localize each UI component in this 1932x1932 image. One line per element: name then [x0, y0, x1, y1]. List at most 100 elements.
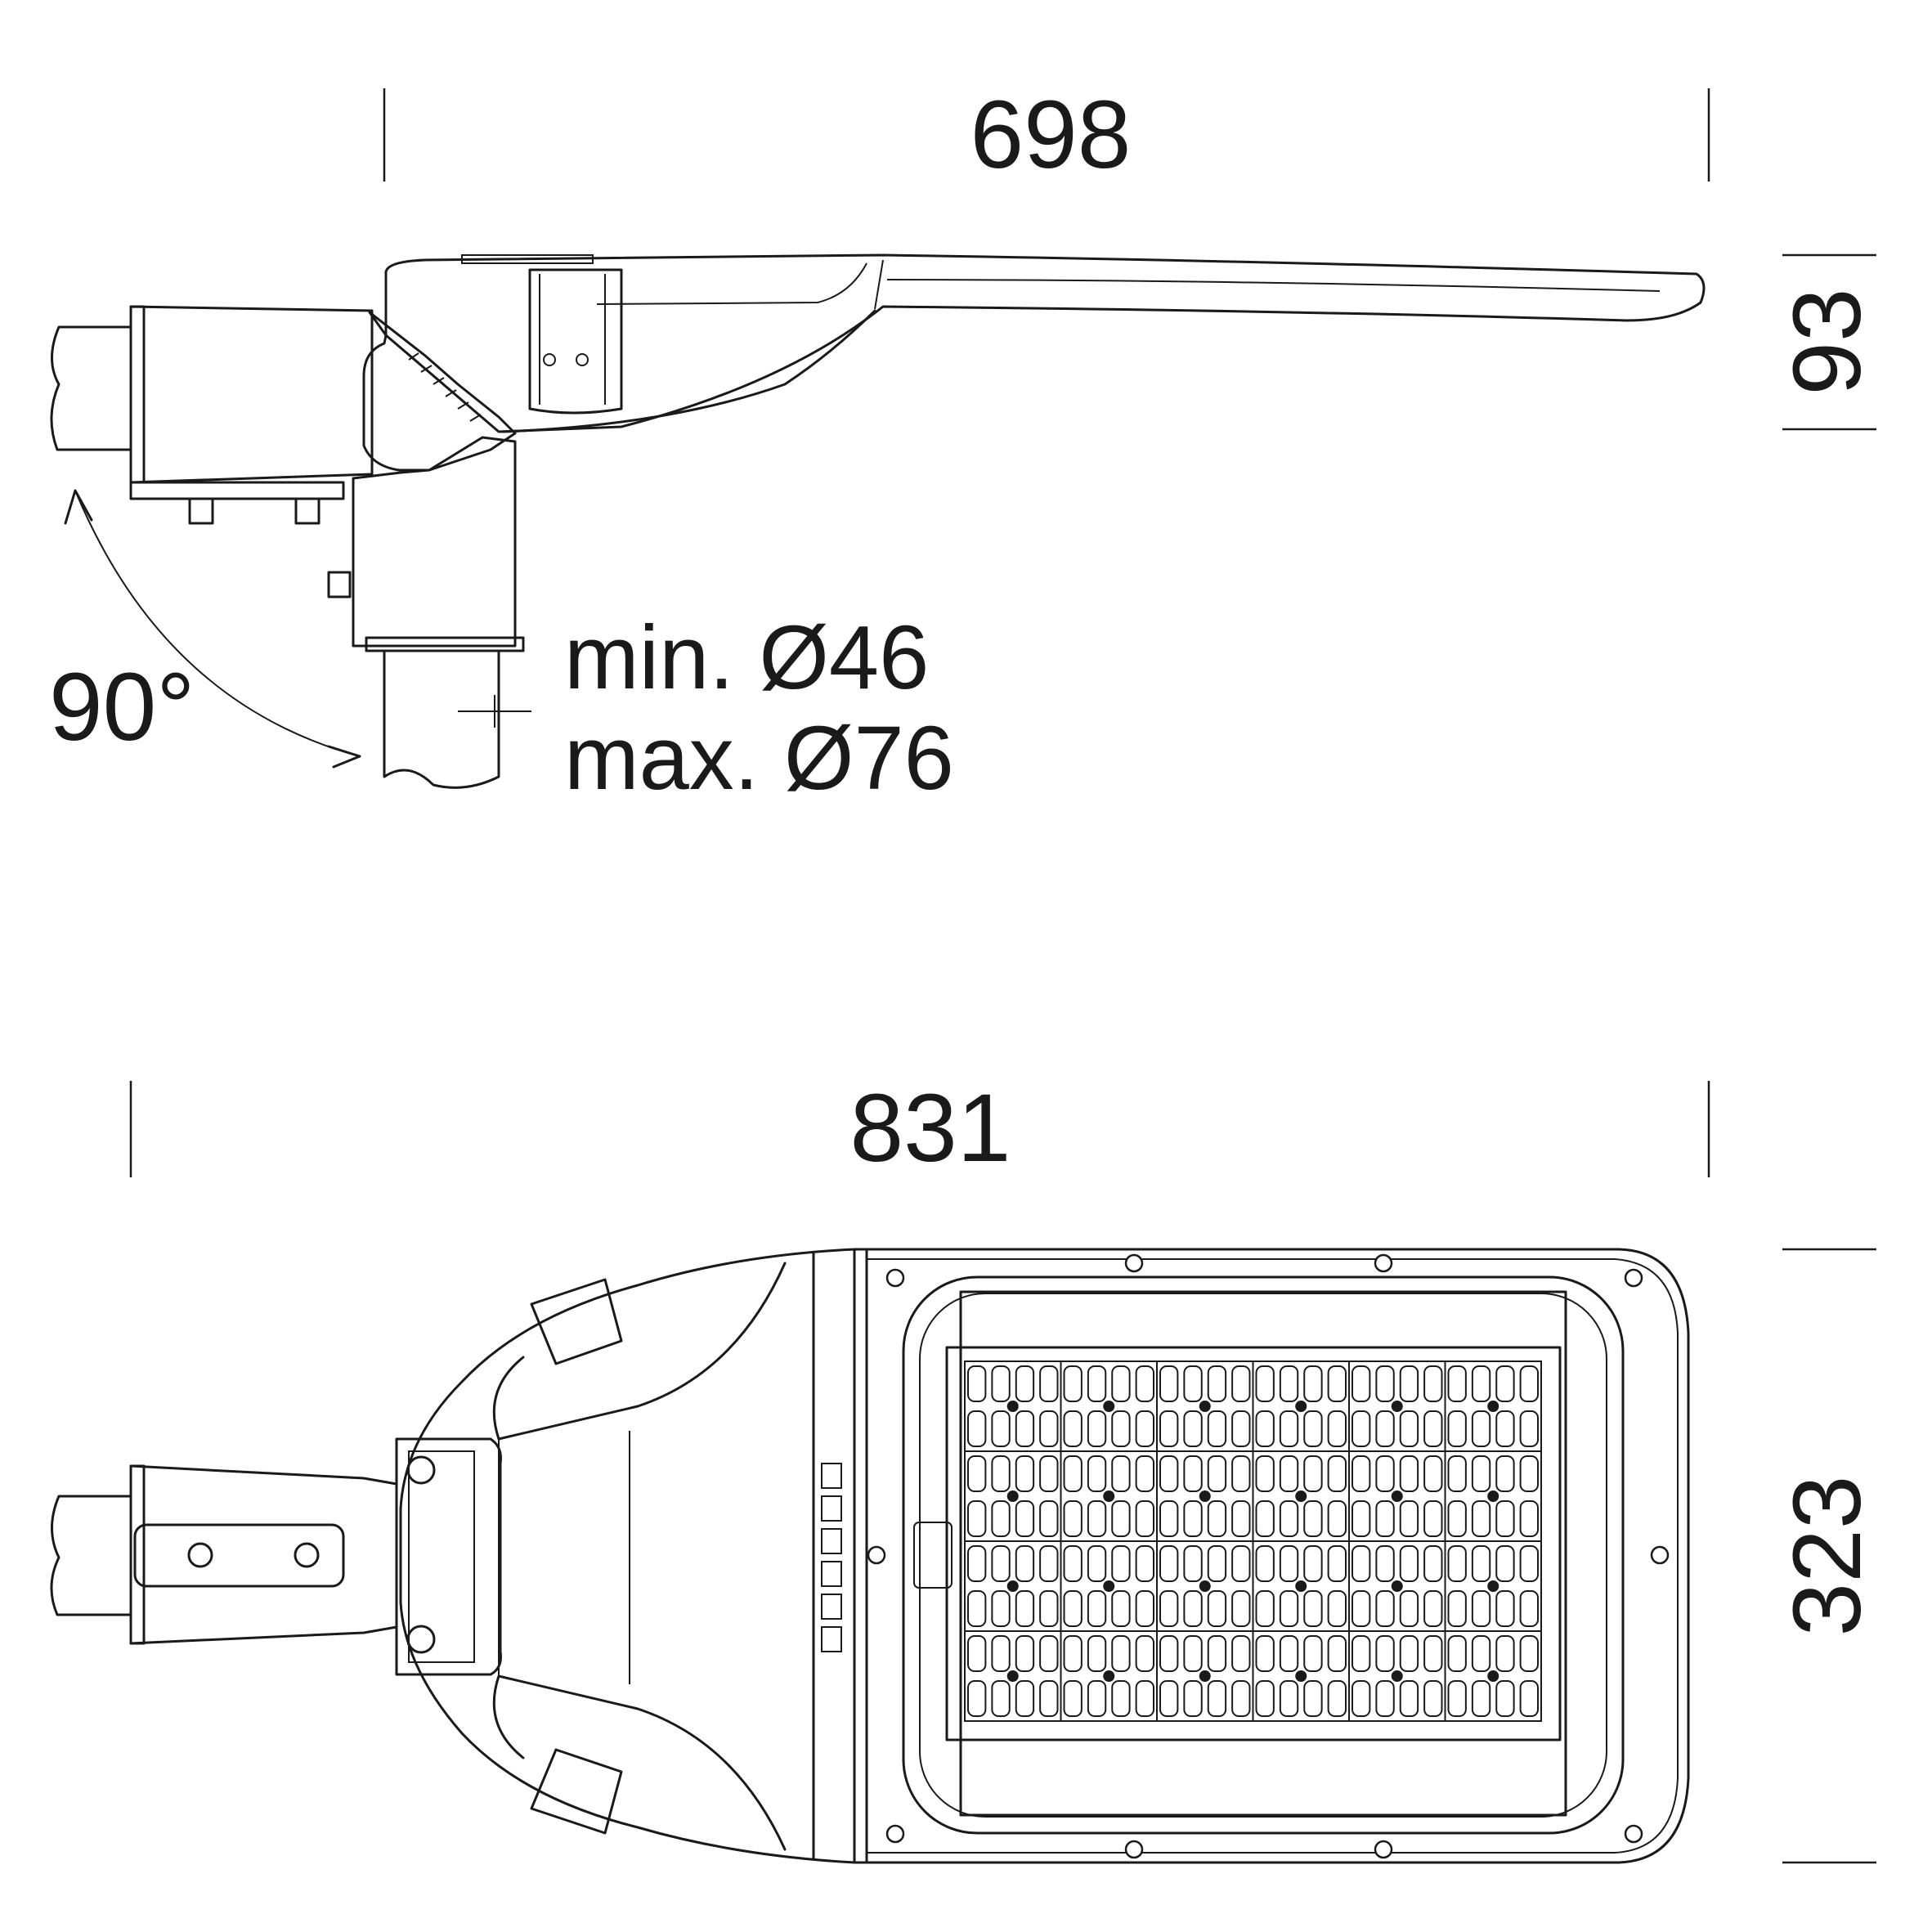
led-lens [1519, 1590, 1539, 1627]
led-lens [1063, 1365, 1083, 1402]
led-lens [1183, 1500, 1203, 1537]
led-lens [1471, 1410, 1491, 1447]
led-lens [1159, 1455, 1179, 1492]
luminaire-side-lens [501, 309, 876, 433]
side-hinge-teeth [408, 352, 482, 422]
top-inner-rim [867, 1258, 1679, 1854]
led-lens [991, 1545, 1011, 1582]
led-lens [1039, 1680, 1059, 1717]
led-lens [991, 1635, 1011, 1672]
module-screw-icon [1103, 1580, 1115, 1592]
led-lens [1519, 1545, 1539, 1582]
led-lens [1087, 1455, 1107, 1492]
top-horizontal-pole [50, 1495, 132, 1616]
led-lens [1352, 1500, 1371, 1537]
led-lens [1207, 1680, 1227, 1717]
module-screw-icon [1487, 1580, 1499, 1592]
led-lens [1135, 1545, 1154, 1582]
led-lens [1447, 1635, 1467, 1672]
led-lens [1063, 1680, 1083, 1717]
led-lens [1399, 1590, 1419, 1627]
led-lens [967, 1635, 987, 1672]
led-lens [1375, 1590, 1395, 1627]
led-lens [1375, 1680, 1395, 1717]
led-lens [1279, 1365, 1299, 1402]
led-lens [1279, 1545, 1299, 1582]
led-lens [1111, 1590, 1131, 1627]
led-lens [1039, 1590, 1059, 1627]
module-screw-icon [1487, 1490, 1499, 1502]
led-module [1444, 1630, 1542, 1722]
led-lens [1399, 1680, 1419, 1717]
led-lens [1279, 1635, 1299, 1672]
led-lens [1231, 1455, 1251, 1492]
angle-arrow-bottom [327, 745, 361, 769]
luminaire-side-top-line [596, 259, 884, 310]
led-lens [1375, 1500, 1395, 1537]
led-lens [1447, 1410, 1467, 1447]
top-height-label: 323 [1773, 1476, 1881, 1637]
side-vertical-adapter [352, 436, 517, 648]
led-lens [1111, 1680, 1131, 1717]
led-lens [1399, 1410, 1419, 1447]
led-lens [1519, 1500, 1539, 1537]
led-lens [1135, 1680, 1154, 1717]
top-heatsink-curve-lower [492, 1674, 787, 1851]
top-led-board [945, 1346, 1562, 1741]
top-label-block-4 [821, 1561, 842, 1587]
led-lens [1352, 1545, 1371, 1582]
angle-arc [74, 490, 361, 757]
led-lens [1015, 1500, 1035, 1537]
led-lens [1471, 1455, 1491, 1492]
top-optic-frame-outer [902, 1275, 1625, 1835]
top-sensor-window [913, 1522, 953, 1589]
side-adapter-flange [129, 305, 146, 484]
top-bracket-bolt-upper [406, 1455, 436, 1485]
side-view: 698 93 [49, 81, 1881, 809]
module-screw-icon [1006, 1401, 1019, 1412]
screw-icon [1650, 1545, 1670, 1565]
led-lens [1303, 1680, 1323, 1717]
led-lens [1087, 1545, 1107, 1582]
led-lens [1135, 1365, 1154, 1402]
led-lens [1519, 1635, 1539, 1672]
side-height-label: 93 [1773, 288, 1881, 395]
led-lens [1111, 1455, 1131, 1492]
led-lens [1111, 1500, 1131, 1537]
led-lens [1183, 1410, 1203, 1447]
led-lens [1063, 1500, 1083, 1537]
led-lens [1399, 1455, 1419, 1492]
module-screw-icon [1199, 1670, 1211, 1682]
led-lens [991, 1365, 1011, 1402]
led-lens [1495, 1680, 1515, 1717]
angle-label: 90° [49, 653, 195, 761]
led-lens [1303, 1365, 1323, 1402]
led-lens [1471, 1365, 1491, 1402]
led-lens [1495, 1365, 1515, 1402]
frame-screws [867, 1253, 1670, 1859]
side-latch-hole-2 [576, 353, 589, 366]
led-lens [1352, 1590, 1371, 1627]
led-lens [1111, 1635, 1131, 1672]
led-lens [1207, 1545, 1227, 1582]
led-lens [1423, 1500, 1443, 1537]
module-screw-icon [1295, 1580, 1307, 1592]
led-lens [1375, 1455, 1395, 1492]
led-lens [1183, 1455, 1203, 1492]
top-label-block-3 [821, 1528, 842, 1554]
module-screw-icon [1295, 1670, 1307, 1682]
led-lens [1159, 1680, 1179, 1717]
led-lens [1279, 1500, 1299, 1537]
led-lens [1159, 1635, 1179, 1672]
led-lens [1063, 1410, 1083, 1447]
led-lens [1495, 1635, 1515, 1672]
led-lens [1231, 1365, 1251, 1402]
led-lens [1039, 1455, 1059, 1492]
led-lens [1303, 1410, 1323, 1447]
module-screw-icon [1006, 1670, 1019, 1682]
led-lens [1423, 1590, 1443, 1627]
led-lens [1255, 1680, 1275, 1717]
led-lens [1135, 1590, 1154, 1627]
led-lens [1255, 1545, 1275, 1582]
led-lens [1352, 1410, 1371, 1447]
